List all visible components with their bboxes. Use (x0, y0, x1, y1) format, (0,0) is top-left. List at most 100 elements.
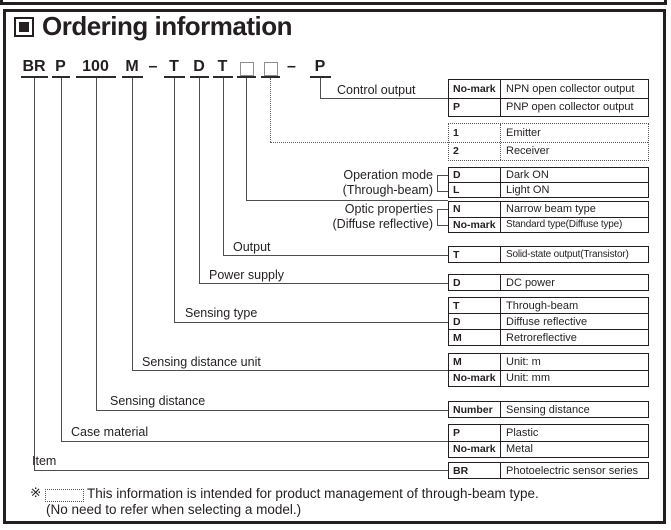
cell-desc: NPN open collector output (506, 82, 635, 95)
cell-code: D (449, 314, 501, 329)
bracket-optic-properties (437, 225, 448, 226)
cell-code: No-mark (449, 441, 501, 457)
code-dash: – (287, 58, 296, 75)
table-row: BR Photoelectric sensor series (449, 463, 648, 478)
table-row: No-mark Unit: mm (449, 369, 648, 386)
table-row: D Diffuse reflective (449, 313, 648, 329)
connector-mode-optic-h (246, 200, 448, 201)
bracket-operation-mode (437, 175, 448, 176)
previous-section-border (0, 0, 667, 5)
connector-distance-unit (132, 78, 133, 370)
cell-desc: Through-beam (506, 299, 579, 312)
cell-code: Number (449, 402, 501, 417)
connector-sensing-type-h (174, 322, 448, 323)
table-row: M Retroreflective (449, 329, 648, 345)
code-underline (213, 76, 233, 78)
cell-code: 2 (449, 142, 501, 160)
cell-desc: Unit: m (506, 355, 541, 368)
code-underline (122, 76, 143, 78)
table-row: T Solid-state output(Transistor) (449, 247, 648, 262)
code-segment-distance-unit: M (125, 58, 139, 75)
label-sensing-distance: Sensing distance (110, 394, 206, 408)
code-underline (190, 76, 209, 78)
label-sensing-distance-unit: Sensing distance unit (142, 355, 261, 369)
cell-desc: Plastic (506, 426, 539, 439)
label-control-output: Control output (337, 83, 416, 97)
label-case-material: Case material (71, 425, 149, 439)
footnote-marker: ※ (30, 485, 42, 500)
cell-code: M (449, 354, 501, 370)
label-operation-mode-line1: Operation mode (343, 168, 433, 182)
cell-desc: PNP open collector output (506, 101, 634, 114)
cell-code: No-mark (449, 370, 501, 386)
section-marker-fill (19, 22, 29, 32)
cell-code: N (449, 202, 501, 217)
connector-sensing-distance (96, 78, 97, 410)
bracket-optic-properties (437, 209, 448, 210)
label-optic-properties-line2: (Diffuse reflective) (332, 216, 434, 231)
code-underline (52, 76, 70, 78)
label-sensing-type: Sensing type (185, 306, 258, 320)
cell-code: D (449, 275, 501, 290)
code-segment-sensing-type: T (169, 58, 179, 75)
table-control-output: No-mark NPN open collector output P PNP … (448, 79, 649, 117)
bracket-operation-mode (437, 191, 448, 192)
connector-case-material-h (61, 441, 448, 442)
cell-code: P (449, 425, 501, 441)
code-segment-output: T (217, 58, 228, 75)
code-underline (164, 76, 185, 78)
cell-code: M (449, 330, 501, 345)
footnote-line2: (No need to refer when selecting a model… (46, 502, 302, 517)
label-power-supply: Power supply (209, 268, 285, 282)
bracket-operation-mode (437, 175, 438, 191)
section-border (3, 9, 666, 524)
code-segment-power-supply: D (193, 58, 205, 75)
footnote-dotted-box-icon (45, 489, 84, 502)
code-underline (261, 76, 280, 78)
table-row: D Dark ON (449, 168, 648, 182)
table-row: D DC power (449, 275, 648, 290)
table-row: Number Sensing distance (449, 402, 648, 417)
table-sensing-distance-unit: M Unit: m No-mark Unit: mm (448, 353, 649, 387)
cell-code: BR (449, 463, 501, 478)
table-row: 2 Receiver (449, 141, 648, 160)
cell-code: D (449, 168, 501, 182)
label-item: Item (32, 454, 57, 468)
connector-item-h (34, 470, 448, 471)
cell-desc: Light ON (506, 184, 550, 196)
page-title: Ordering information (42, 11, 293, 41)
bracket-optic-properties (437, 209, 438, 225)
label-optic-properties-line1: Optic properties (344, 202, 433, 216)
cell-desc: Metal (506, 443, 533, 456)
connector-power-supply-h (199, 283, 448, 284)
code-segment-sensing-distance: 100 (82, 58, 109, 75)
cell-desc: Emitter (506, 126, 541, 139)
cell-desc: Dark ON (506, 169, 549, 181)
cell-desc: Unit: mm (506, 372, 550, 385)
table-output: T Solid-state output(Transistor) (448, 246, 649, 263)
label-operation-mode: Operation mode (Through-beam) (300, 168, 433, 197)
label-output: Output (233, 240, 271, 254)
connector-emitter-receiver-dotted (270, 78, 271, 142)
table-row: No-mark NPN open collector output (449, 80, 648, 98)
table-operation-mode: D Dark ON L Light ON (448, 167, 649, 198)
code-underline (237, 76, 256, 78)
code-dash: – (148, 58, 158, 75)
table-row: No-mark Standard type(Diffuse type) (449, 216, 648, 232)
cell-desc: Solid-state output(Transistor) (506, 249, 629, 260)
connector-output-h (223, 255, 448, 256)
table-row: M Unit: m (449, 354, 648, 370)
table-row: No-mark Metal (449, 440, 648, 457)
cell-desc: Standard type(Diffuse type) (506, 219, 623, 231)
connector-output (223, 78, 224, 255)
table-sensing-type: T Through-beam D Diffuse reflective M Re… (448, 297, 649, 346)
cell-code: 1 (449, 124, 501, 142)
code-segment-control-output: P (314, 58, 326, 75)
connector-item (34, 78, 35, 470)
connector-control-output-h (320, 98, 448, 99)
cell-code: L (449, 183, 501, 197)
label-optic-properties: Optic properties (Diffuse reflective) (300, 202, 434, 231)
code-underline (310, 76, 331, 78)
table-power-supply: D DC power (448, 274, 649, 291)
